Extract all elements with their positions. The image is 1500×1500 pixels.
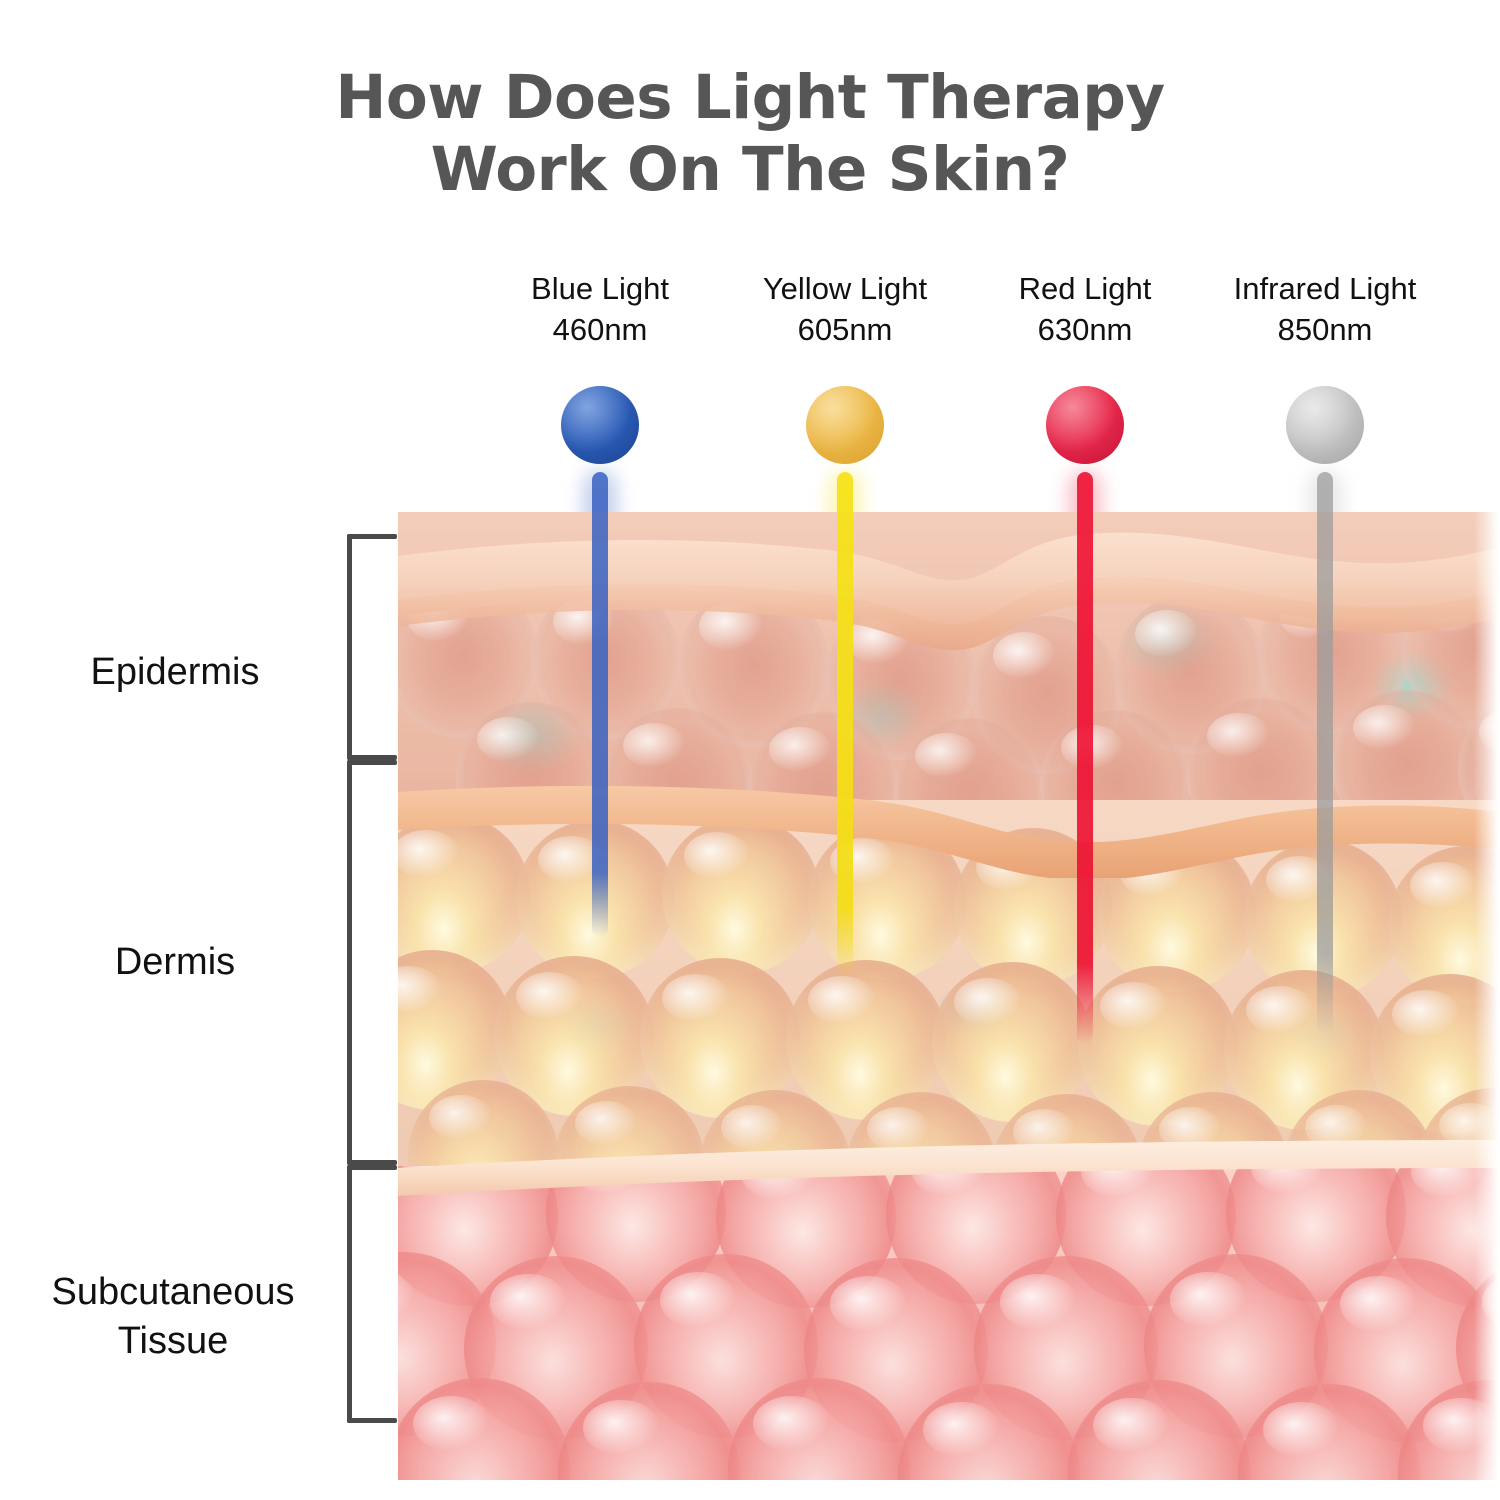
layer-label-subcutaneous-line-2: Tissue <box>117 1319 229 1362</box>
layer-label-dermis-text: Dermis <box>114 941 236 983</box>
page-title: How Does Light Therapy Work On The Skin? <box>0 62 1500 206</box>
brace-spine <box>347 534 352 760</box>
illustration-right-fade <box>1474 512 1500 1480</box>
dermis-cell <box>808 822 966 980</box>
light-dot-infrared <box>1286 386 1364 464</box>
light-beam-infrared <box>1317 472 1333 1034</box>
subcutaneous-tissue-layer <box>398 1166 1500 1480</box>
light-source-wavelength-blue: 460nm <box>552 312 648 348</box>
skin-cross-section-illustration <box>398 512 1500 1480</box>
layer-label-epidermis-text: Epidermis <box>90 651 260 693</box>
dermis-cell <box>662 816 820 974</box>
dermis-layer <box>398 800 1500 1166</box>
layer-label-dermis: Dermis <box>20 938 330 987</box>
layer-label-epidermis: Epidermis <box>20 648 330 697</box>
light-source-wavelength-red: 630nm <box>1037 312 1133 348</box>
epidermis-brace <box>347 534 397 760</box>
brace-spine <box>347 1165 352 1423</box>
light-source-label-blue: Blue Light 460nm <box>455 268 745 350</box>
light-source-name-yellow: Yellow Light <box>762 271 928 306</box>
layer-label-subcutaneous-line-1: Subcutaneous <box>51 1271 295 1313</box>
epidermis-layer <box>398 512 1500 800</box>
brace-tick-bottom <box>347 1160 397 1165</box>
light-source-name-red: Red Light <box>1018 271 1152 306</box>
light-dot-blue <box>561 386 639 464</box>
light-source-wavelength-yellow: 605nm <box>797 312 893 348</box>
title-line-1: How Does Light Therapy <box>335 62 1165 133</box>
brace-tick-bottom <box>347 1418 397 1423</box>
light-beam-red <box>1077 472 1093 1044</box>
brace-tick-bottom <box>347 755 397 760</box>
title-line-2: Work On The Skin? <box>430 133 1070 205</box>
subcutaneous-cell <box>634 1254 818 1438</box>
brace-spine <box>347 760 352 1165</box>
light-dot-yellow <box>806 386 884 464</box>
light-source-name-blue: Blue Light <box>531 271 669 306</box>
light-source-name-infrared: Infrared Light <box>1233 271 1417 306</box>
dermis-cell <box>640 958 800 1118</box>
light-source-label-yellow: Yellow Light 605nm <box>700 268 990 350</box>
brace-tick-top <box>347 1165 397 1170</box>
light-source-label-red: Red Light 630nm <box>940 268 1230 350</box>
light-source-wavelength-infrared: 850nm <box>1277 312 1373 348</box>
light-source-label-infrared: Infrared Light 850nm <box>1180 268 1470 350</box>
brace-tick-top <box>347 534 397 539</box>
brace-tick-top <box>347 760 397 765</box>
layer-label-subcutaneous-tissue: Subcutaneous Tissue <box>8 1268 338 1365</box>
light-dot-red <box>1046 386 1124 464</box>
dermis-brace <box>347 760 397 1165</box>
light-beam-blue <box>592 472 608 937</box>
epidermis-cell <box>1332 690 1482 800</box>
light-beam-yellow <box>837 472 853 977</box>
subcutaneous-brace <box>347 1165 397 1423</box>
